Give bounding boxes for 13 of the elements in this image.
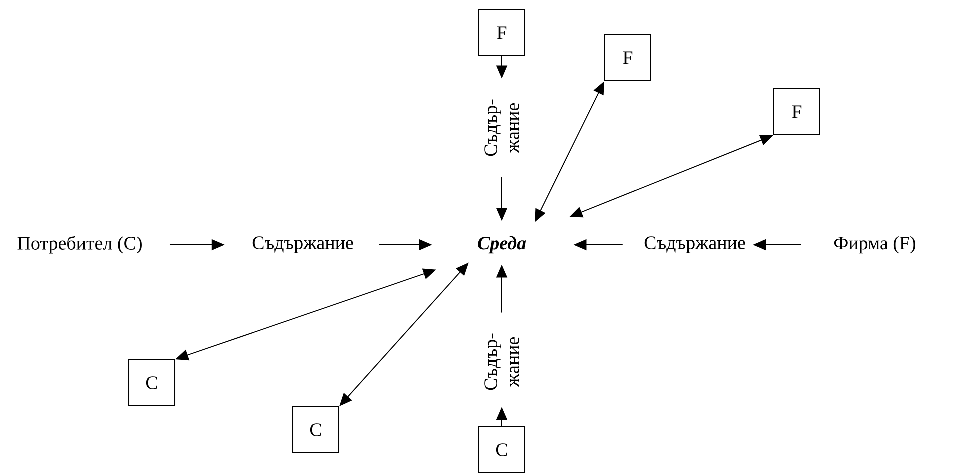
text-label: Съдържание [252, 236, 354, 254]
rotated-label: Съдър- жание [484, 334, 520, 390]
central-label: Среда [478, 236, 526, 254]
rotated-label: Съдър- жание [484, 100, 520, 156]
letter-box: F [478, 10, 526, 56]
letter-box: F [604, 34, 652, 82]
letter-box: C [128, 359, 176, 406]
letter-box: C [478, 426, 526, 474]
text-label: Потребител (C) [18, 236, 142, 254]
text-label: Съдържание [644, 236, 746, 254]
letter-box: C [292, 406, 340, 454]
letter-box: F [774, 88, 820, 136]
text-label: Фирма (F) [834, 236, 916, 254]
